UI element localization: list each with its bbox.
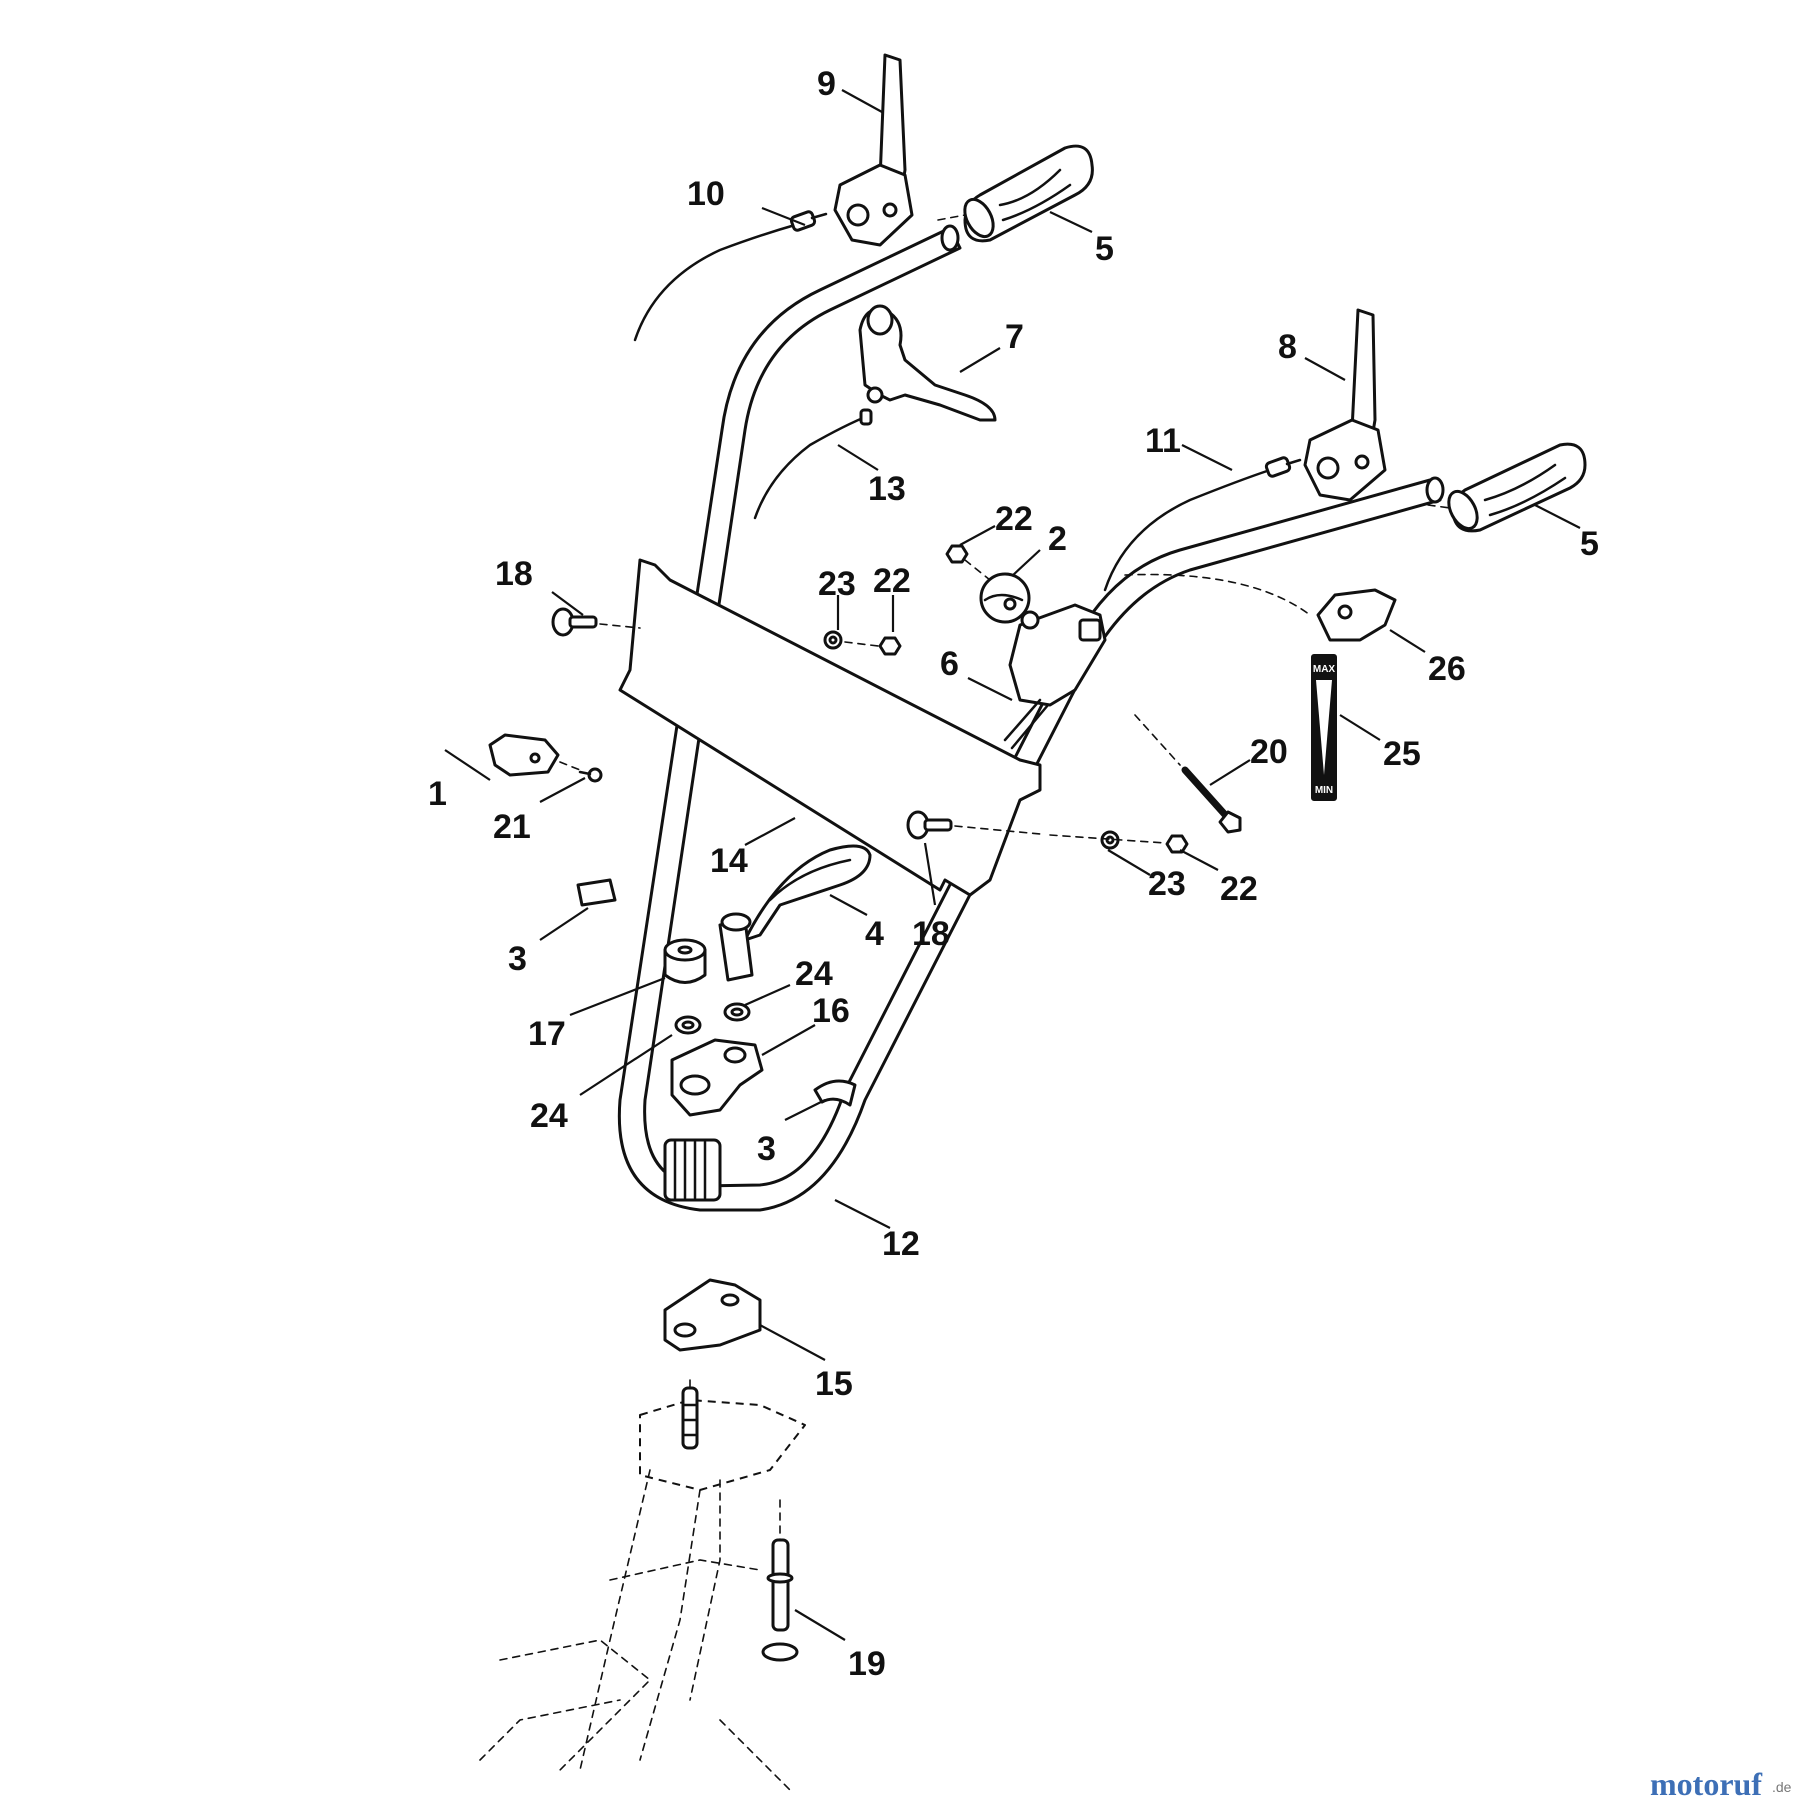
cable-12 — [753, 408, 873, 520]
callout-16: 16 — [812, 992, 850, 1030]
washer-24-upper — [723, 1002, 751, 1022]
watermark-tld: .de — [1772, 1779, 1792, 1795]
grip-left — [963, 144, 1094, 243]
callout-23-top: 23 — [818, 565, 856, 603]
shield-plate — [618, 558, 1042, 897]
callout-5-right: 5 — [1580, 525, 1599, 563]
callout-2: 2 — [1048, 520, 1067, 558]
callout-9: 9 — [817, 65, 836, 103]
lower-frame-dashed — [479, 1379, 806, 1791]
throttle-knob-2 — [979, 572, 1031, 624]
callout-17: 17 — [528, 1015, 566, 1053]
washer-24-lower — [674, 1015, 702, 1035]
pivot-pin-upper — [681, 1386, 699, 1450]
callout-24-upper: 24 — [795, 955, 833, 993]
cable-11 — [1103, 456, 1302, 592]
callout-4: 4 — [865, 915, 884, 953]
leader-lines — [444, 89, 1581, 1641]
rubber-damper-17 — [663, 938, 707, 984]
callout-10: 10 — [687, 175, 725, 213]
lever-8 — [1303, 308, 1387, 502]
bolt-18-top — [551, 607, 598, 637]
callout-15: 15 — [815, 1365, 853, 1403]
bolt-20 — [1181, 766, 1242, 834]
watermark: motoruf .de — [1650, 1766, 1792, 1800]
screw-21 — [578, 767, 603, 783]
clip-3-lower — [813, 1079, 857, 1107]
pivot-bolt-19 — [761, 1499, 799, 1662]
callout-22-top: 22 — [995, 500, 1033, 538]
callout-labels: 9 10 5 7 13 8 11 5 22 2 23 22 18 6 26 25… — [428, 65, 1599, 1683]
nut-22-lower — [1165, 834, 1189, 854]
callout-12: 13 — [868, 470, 906, 508]
callout-21: 21 — [493, 808, 531, 846]
callout-14: 14 — [710, 842, 748, 880]
handlebar-frame — [617, 224, 1445, 1212]
callout-3-lower: 3 — [757, 1130, 776, 1168]
callout-11: 11 — [1145, 422, 1181, 460]
clip-3-upper — [576, 878, 617, 907]
watermark-brand: motoruf — [1650, 1766, 1762, 1800]
scale-min-text: MIN — [1315, 785, 1333, 796]
callout-8: 8 — [1278, 328, 1297, 366]
saddle-15 — [663, 1278, 762, 1352]
callout-18-lower: 18 — [912, 915, 950, 953]
callout-24-lower: 24 — [530, 1097, 568, 1135]
washer-23-lower — [1100, 830, 1120, 850]
callout-19: 19 — [848, 1645, 886, 1683]
washer-23-top — [823, 630, 843, 650]
scale-max-text: MAX — [1313, 664, 1336, 675]
callout-5-left: 5 — [1095, 230, 1114, 268]
callout-6: 6 — [940, 645, 959, 683]
callout-20: 20 — [1250, 733, 1288, 771]
bracket-26 — [1316, 588, 1397, 642]
clamp-16 — [670, 1038, 764, 1117]
throttle-control-6 — [1003, 603, 1107, 750]
callout-13: 12 — [882, 1225, 920, 1263]
nut-22-top — [945, 544, 969, 564]
callout-7: 7 — [1005, 318, 1024, 356]
callout-26: 26 — [1428, 650, 1466, 688]
throttle-scale-25: MAX MIN — [1311, 654, 1337, 801]
callout-22-lower: 22 — [1220, 870, 1258, 908]
cable-10 — [633, 210, 828, 342]
callout-3-upper: 3 — [508, 940, 527, 978]
bolt-18-lower — [906, 810, 953, 840]
callout-1: 1 — [428, 775, 447, 813]
callout-18-top: 18 — [495, 555, 533, 593]
callout-23-lower: 23 — [1148, 865, 1186, 903]
cable-guide-4 — [718, 844, 872, 982]
nut-22-mid — [878, 636, 902, 656]
clutch-lever-7 — [858, 304, 997, 422]
callout-25: 25 — [1383, 735, 1421, 773]
grip-right — [1447, 442, 1587, 533]
clip-1 — [488, 733, 560, 777]
callout-22-mid: 22 — [873, 562, 911, 600]
lever-9 — [833, 53, 914, 247]
